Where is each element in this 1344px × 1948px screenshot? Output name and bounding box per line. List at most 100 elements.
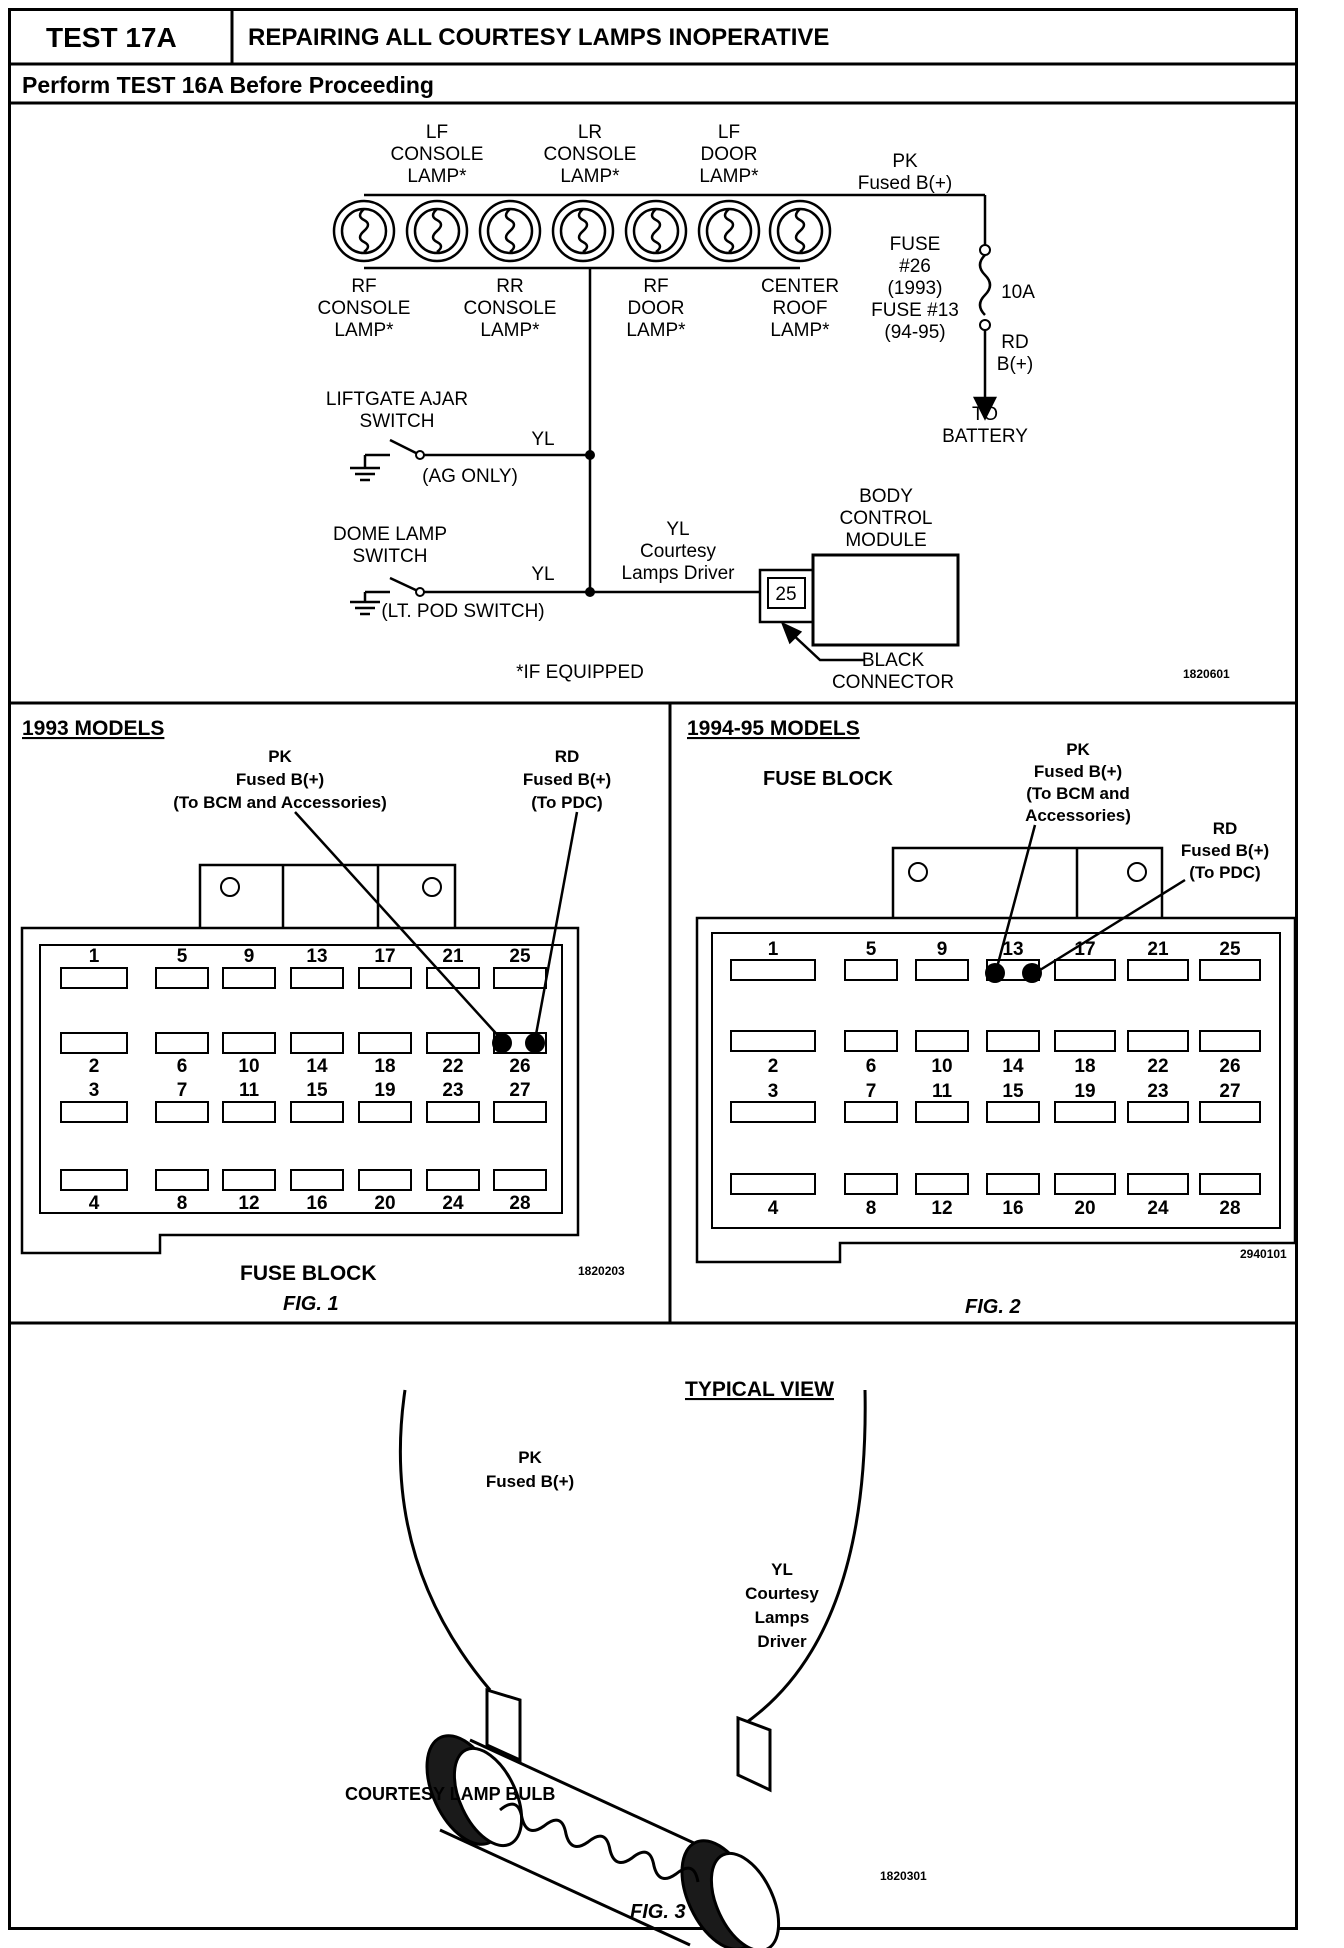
fig2-rd-label-2: Fused B(+) <box>1181 841 1269 860</box>
fuse-slot <box>1199 959 1261 981</box>
liftgate-note: (AG ONLY) <box>422 466 518 487</box>
lamp-label-lr-console-3: LAMP* <box>560 166 620 187</box>
fuse-label-4: FUSE #13 <box>871 300 959 321</box>
lamp-label-rf-door-3: LAMP* <box>626 320 686 341</box>
fuse-slot-number: 10 <box>238 1056 259 1077</box>
fuse-slot-number: 4 <box>768 1198 779 1219</box>
fuse-slot <box>155 1032 209 1054</box>
fig1-rd-label-3: (To PDC) <box>531 793 602 812</box>
fuse-slot-number: 20 <box>374 1193 395 1214</box>
fig2-heading: 1994-95 MODELS <box>687 717 860 740</box>
wire-connection-dot <box>1022 963 1042 983</box>
bcm-label-2: CONTROL <box>840 508 933 529</box>
fuse-slot <box>493 1169 547 1191</box>
fuse-slot <box>1054 1101 1116 1123</box>
fuse-slot <box>915 1173 969 1195</box>
fuse-slot <box>358 967 412 989</box>
fig2-pk-label-4: Accessories) <box>1025 806 1131 825</box>
fig3-pk-label: PK <box>518 1448 542 1467</box>
fuse-slot-number: 13 <box>306 946 327 967</box>
fig1-pk-label-3: (To BCM and Accessories) <box>173 793 387 812</box>
wire-connection-dot <box>492 1033 512 1053</box>
fuse-slot-number: 12 <box>238 1193 259 1214</box>
lamp-label-center-roof: CENTER <box>761 276 839 297</box>
fuse-slot-number: 21 <box>442 946 464 967</box>
fuse-slot-number: 12 <box>931 1198 952 1219</box>
lamp-label-rr-console: RR <box>496 276 523 297</box>
fig1-label: FUSE BLOCK <box>240 1262 377 1285</box>
lamp-label-center-roof-3: LAMP* <box>770 320 830 341</box>
fuse-slot-number: 19 <box>1074 1081 1095 1102</box>
fuse-slot <box>844 1101 898 1123</box>
lamp-symbols <box>332 199 832 263</box>
fuse-slot-number: 17 <box>374 946 395 967</box>
fuse-slot-number: 25 <box>509 946 531 967</box>
fuse-slot <box>730 1173 816 1195</box>
fig1-rd-label-2: Fused B(+) <box>523 770 611 789</box>
fuse-label-5: (94-95) <box>884 322 945 343</box>
test-prerequisite: Perform TEST 16A Before Proceeding <box>22 72 434 98</box>
fuse-rating: 10A <box>1001 282 1035 303</box>
fuse-slot-number: 9 <box>244 946 255 967</box>
fuse-slot <box>290 967 344 989</box>
bcm-label: BODY <box>859 486 913 507</box>
lamp-icon <box>697 199 761 263</box>
dome-note: (LT. POD SWITCH) <box>381 601 544 622</box>
fuse-slot-number: 24 <box>442 1193 464 1214</box>
fuse-slot <box>915 1030 969 1052</box>
fuse-slot <box>222 1032 276 1054</box>
fig2-ref: 2940101 <box>1240 1247 1287 1261</box>
fuse-slot-number: 2 <box>768 1056 779 1077</box>
fig3-yl-label-4: Driver <box>757 1632 807 1651</box>
bcm-pin-number: 25 <box>775 584 796 605</box>
fig3-yl-label: YL <box>771 1560 793 1579</box>
lamp-label-rr-console-2: CONSOLE <box>464 298 557 319</box>
lamp-label-lr-console-2: CONSOLE <box>544 144 637 165</box>
fuse-slot <box>155 1169 209 1191</box>
fuse-slot-number: 3 <box>768 1081 779 1102</box>
fuse-slot-number: 23 <box>442 1080 463 1101</box>
fuse-slot-number: 15 <box>306 1080 328 1101</box>
fuse-slot-number: 9 <box>937 939 948 960</box>
fig2-pk-label-3: (To BCM and <box>1026 784 1130 803</box>
fuse-slot <box>1054 959 1116 981</box>
connector-label: BLACK <box>862 650 925 671</box>
fuse-slot <box>60 967 128 989</box>
driver-wire-label-2: Courtesy <box>640 541 717 562</box>
lamp-label-rr-console-3: LAMP* <box>480 320 540 341</box>
fuse-slot-number: 6 <box>866 1056 877 1077</box>
fuse-slot-number: 18 <box>374 1056 395 1077</box>
lamp-label-lf-console-3: LAMP* <box>407 166 467 187</box>
schematic-ref: 1820601 <box>1183 667 1230 681</box>
rd-wire-label: RD <box>1001 332 1028 353</box>
lamp-label-rf-door-2: DOOR <box>628 298 685 319</box>
fuse-slot-number: 5 <box>177 946 188 967</box>
lamp-label-lf-console-2: CONSOLE <box>391 144 484 165</box>
fig3-yl-label-2: Courtesy <box>745 1584 819 1603</box>
fuse-slot-number: 6 <box>177 1056 188 1077</box>
fig3-ref: 1820301 <box>880 1869 927 1883</box>
lamp-icon <box>405 199 469 263</box>
liftgate-wire-color: YL <box>531 429 554 450</box>
fuse-slot <box>986 1173 1040 1195</box>
lamp-label-rf-console: RF <box>351 276 376 297</box>
fuse-slot <box>290 1101 344 1123</box>
fuse-slot-number: 18 <box>1074 1056 1095 1077</box>
fig1-fuse-block <box>20 863 580 1255</box>
fig1-heading: 1993 MODELS <box>22 717 164 740</box>
fuse-slot <box>358 1101 412 1123</box>
liftgate-switch-label: LIFTGATE AJAR <box>326 389 468 410</box>
fig2-label: FUSE BLOCK <box>763 768 894 790</box>
pk-wire-label: PK <box>892 151 918 172</box>
lamp-icon <box>624 199 688 263</box>
fuse-slot-number: 1 <box>89 946 100 967</box>
fuse-slot <box>986 1030 1040 1052</box>
lamp-label-rf-console-3: LAMP* <box>334 320 394 341</box>
lamp-icon <box>551 199 615 263</box>
connector-label-2: CONNECTOR <box>832 672 954 693</box>
fuse-slot-number: 19 <box>374 1080 395 1101</box>
fuse-slot-number: 28 <box>509 1193 530 1214</box>
fuse-slot <box>986 1101 1040 1123</box>
fuse-slot-number: 26 <box>1219 1056 1240 1077</box>
